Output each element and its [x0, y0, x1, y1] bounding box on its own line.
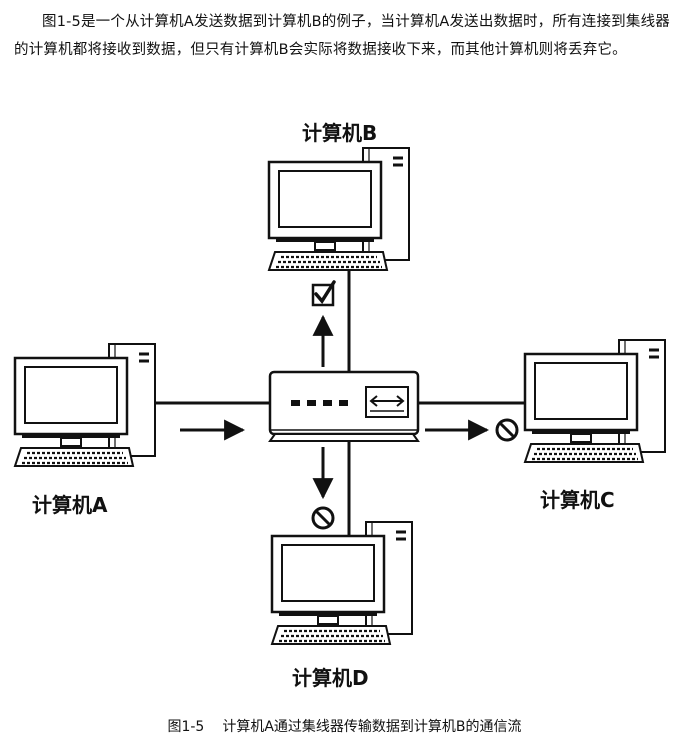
- figure-caption: 图1-5 计算机A通过集线器传输数据到计算机B的通信流: [0, 716, 689, 736]
- reject-icon: [495, 418, 519, 442]
- paragraph-text: 图1-5是一个从计算机A发送数据到计算机B的例子，当计算机A发送出数据时，所有连…: [14, 14, 670, 58]
- accept-check-icon: [311, 280, 336, 307]
- arrow-icon: [180, 314, 490, 500]
- label-computer-a: 计算机A: [32, 493, 108, 517]
- label-computer-b: 计算机B: [302, 121, 378, 145]
- hub-icon: [268, 370, 420, 442]
- label-computer-c: 计算机C: [540, 488, 615, 512]
- computer-d-icon: [270, 520, 414, 646]
- computer-c-icon: [523, 338, 667, 464]
- caption-number: 图1-5: [167, 719, 205, 735]
- network-cables: [150, 260, 540, 540]
- computer-a-icon: [13, 342, 157, 468]
- computer-b-icon: [267, 146, 411, 272]
- reject-icon: [311, 506, 335, 530]
- caption-text: 计算机A通过集线器传输数据到计算机B的通信流: [222, 719, 522, 735]
- body-paragraph: 图1-5是一个从计算机A发送数据到计算机B的例子，当计算机A发送出数据时，所有连…: [14, 8, 678, 64]
- label-computer-d: 计算机D: [292, 666, 369, 690]
